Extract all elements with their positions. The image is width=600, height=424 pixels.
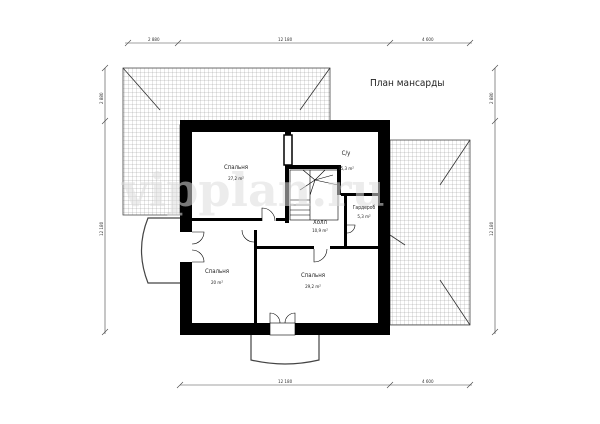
room-area: 15,3 m² xyxy=(338,166,354,172)
walls xyxy=(180,120,390,335)
plan-title: План мансарды xyxy=(370,78,444,89)
room-name: Спальня xyxy=(301,272,325,279)
dim-right-1: 2 880 xyxy=(489,92,495,104)
dim-left-1: 2 880 xyxy=(99,92,105,104)
watermark: vipplan.ru xyxy=(121,163,385,217)
room-area: 5,3 m² xyxy=(357,214,371,220)
room-area: 10,9 m² xyxy=(312,228,328,234)
dim-top-1: 2 880 xyxy=(148,37,160,43)
dim-bottom-1: 12 180 xyxy=(278,379,293,385)
roof-right xyxy=(389,139,471,326)
bay-window-left xyxy=(140,217,180,284)
bay-window-bottom xyxy=(250,335,320,365)
dim-right-2: 12 180 xyxy=(489,221,495,236)
room-area: 20 m² xyxy=(211,280,223,286)
room-area: 29,2 m² xyxy=(305,284,321,290)
chimney xyxy=(283,134,293,166)
dim-top-3: 4 600 xyxy=(422,37,434,43)
room-name: С/у xyxy=(342,150,352,157)
dim-bottom-2: 4 600 xyxy=(422,379,434,385)
dim-top-2: 12 180 xyxy=(278,37,293,43)
room-name: Гардероб xyxy=(353,204,376,211)
room-name: Спальня xyxy=(205,268,229,275)
room-name: Спальня xyxy=(224,164,248,171)
room-name: Холл xyxy=(313,219,327,226)
dim-left-2: 12 180 xyxy=(99,221,105,236)
roof-left xyxy=(122,67,331,216)
staircase xyxy=(289,169,339,221)
doors xyxy=(191,207,356,336)
dimension-lines xyxy=(101,39,499,389)
room-area: 27,2 m² xyxy=(228,176,244,182)
